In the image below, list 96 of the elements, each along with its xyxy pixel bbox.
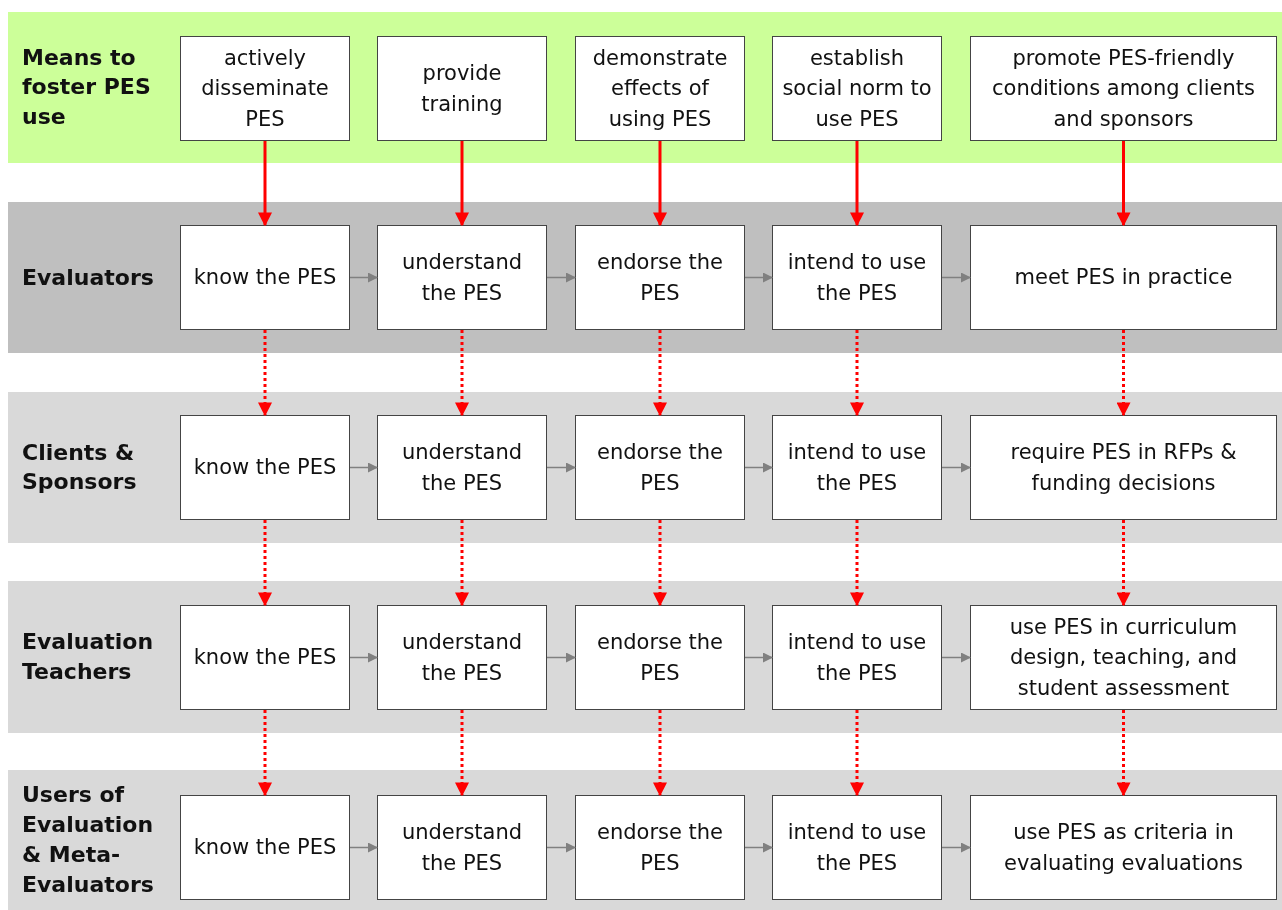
arrow: [349, 842, 378, 853]
arrow: [455, 330, 469, 417]
lane-heading: Evaluators: [22, 263, 155, 292]
lane-band: [8, 581, 1282, 733]
step-box: [575, 225, 745, 330]
lane-band: [8, 202, 1282, 353]
arrow: [1116, 141, 1131, 227]
arrow: [744, 272, 773, 283]
step-box: [575, 795, 745, 900]
step-text: understand the PES: [400, 819, 524, 877]
step-box: [377, 225, 547, 330]
step-text: endorse the PES: [595, 819, 724, 877]
step-box: [772, 415, 942, 520]
step-text: intend to use the PES: [786, 819, 928, 877]
lane-heading: Users of Evaluation & Meta-Evaluators: [22, 781, 155, 899]
step-box: [970, 605, 1277, 710]
step-box: [575, 36, 745, 141]
step-box: [772, 225, 942, 330]
arrow: [653, 141, 667, 227]
arrow: [850, 710, 864, 797]
arrow: [546, 462, 576, 473]
step-text: use PES in curriculum design, teaching, and student assessment: [1008, 613, 1239, 702]
arrow: [653, 520, 667, 607]
arrow: [744, 652, 773, 663]
step-box: [970, 415, 1277, 520]
step-text: know the PES: [192, 644, 338, 672]
step-box: [377, 36, 547, 141]
arrow: [349, 462, 378, 473]
lane-band: [8, 392, 1282, 543]
arrow: [455, 520, 469, 607]
step-box: [377, 605, 547, 710]
arrow: [546, 272, 576, 283]
step-text: endorse the PES: [595, 629, 724, 687]
step-text: meet PES in practice: [1013, 264, 1234, 292]
arrow: [744, 842, 773, 853]
arrow: [941, 462, 971, 473]
arrow: [653, 330, 667, 417]
step-box: [772, 795, 942, 900]
step-box: [970, 225, 1277, 330]
step-text: intend to use the PES: [786, 439, 928, 497]
arrow: [455, 141, 469, 227]
step-box: [377, 795, 547, 900]
step-box: [575, 605, 745, 710]
step-text: understand the PES: [400, 439, 524, 497]
step-text: know the PES: [192, 454, 338, 482]
arrow: [258, 710, 272, 797]
step-text: understand the PES: [400, 249, 524, 307]
step-box: [970, 795, 1277, 900]
arrow: [941, 842, 971, 853]
step-box: [970, 36, 1277, 141]
arrow: [653, 710, 667, 797]
step-text: endorse the PES: [595, 439, 724, 497]
arrow: [349, 652, 378, 663]
step-text: endorse the PES: [595, 249, 724, 307]
step-box: [180, 225, 350, 330]
arrow: [546, 652, 576, 663]
arrow: [258, 141, 272, 227]
step-text: require PES in RFPs & funding decisions: [1009, 439, 1238, 497]
arrow: [744, 462, 773, 473]
arrow: [941, 652, 971, 663]
arrow: [349, 272, 378, 283]
arrow: [258, 520, 272, 607]
step-text: know the PES: [192, 834, 338, 862]
step-text: provide training: [420, 60, 504, 118]
arrow: [1116, 520, 1131, 607]
lane-band: [8, 770, 1282, 910]
step-box: [575, 415, 745, 520]
step-box: [180, 415, 350, 520]
arrow: [850, 330, 864, 417]
step-box: [180, 36, 350, 141]
lane-heading: Evaluation Teachers: [22, 628, 155, 686]
step-box: [180, 795, 350, 900]
step-text: establish social norm to use PES: [781, 44, 933, 133]
step-text: demonstrate effects of using PES: [591, 44, 729, 133]
step-box: [180, 605, 350, 710]
arrow: [850, 141, 864, 227]
arrow: [1116, 710, 1131, 797]
step-text: promote PES-friendly conditions among clients and sponsors: [991, 44, 1256, 133]
step-text: use PES as criteria in evaluating evaluations: [1003, 819, 1244, 877]
step-text: intend to use the PES: [786, 249, 928, 307]
step-text: actively disseminate PES: [200, 44, 330, 133]
arrow: [1116, 330, 1131, 417]
arrow: [455, 710, 469, 797]
lane-heading: Clients & Sponsors: [22, 438, 138, 497]
arrow: [258, 330, 272, 417]
step-text: know the PES: [192, 264, 338, 292]
arrow: [850, 520, 864, 607]
arrow: [941, 272, 971, 283]
arrow: [546, 842, 576, 853]
lane-heading: Means to foster PES use: [22, 43, 152, 132]
step-box: [772, 605, 942, 710]
step-box: [377, 415, 547, 520]
lane-band: [8, 12, 1282, 163]
step-box: [772, 36, 942, 141]
step-text: intend to use the PES: [786, 629, 928, 687]
step-text: understand the PES: [400, 629, 524, 687]
